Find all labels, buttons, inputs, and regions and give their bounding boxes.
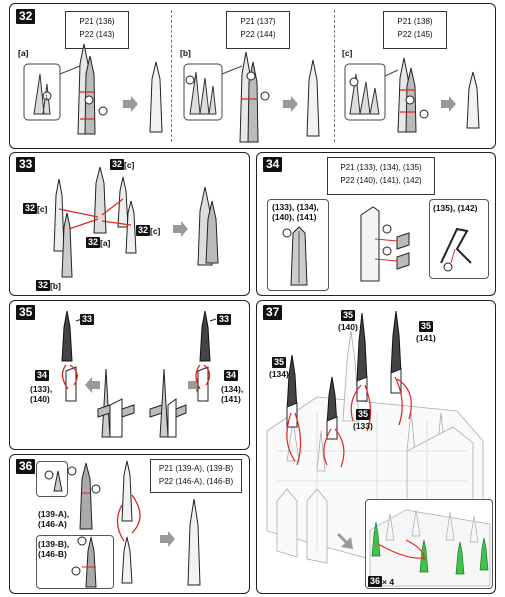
label-140: (140): [338, 322, 358, 332]
part-ref: P21 (136): [79, 17, 115, 26]
label-141: (141): [416, 333, 436, 343]
detail-inset-b: [36, 535, 114, 589]
part-ref: P22 (145): [397, 30, 433, 39]
step-34-panel: 34 P21 (133), (134), (135) P22 (140), (1…: [256, 152, 496, 296]
ref-tag-c-top: [c]: [124, 160, 135, 170]
step-33-number: 33: [16, 157, 36, 172]
ref-step-35: 35: [356, 409, 371, 420]
ref-step-32: 32: [23, 203, 38, 214]
label-146-b: (146-B): [38, 549, 67, 559]
parts-list-34: P21 (133), (134), (135) P22 (140), (141)…: [327, 157, 435, 195]
step-33-panel: 33 32 [c] 32 [c] 32 [c] 32 [a] 32 [b]: [9, 152, 250, 296]
ref-step-32: 32: [136, 225, 151, 236]
part-ref: P22 (143): [79, 30, 115, 39]
label-134: (134): [269, 369, 289, 379]
ref-step-32: 32: [86, 237, 101, 248]
ref-step-32: 32: [110, 159, 125, 170]
step-32-illustration: 1: [23, 43, 480, 143]
part-ref: P21 (137): [240, 17, 276, 26]
label-140: (140): [30, 394, 50, 404]
ref-tag-c-left: [c]: [37, 204, 48, 214]
label-133: (133),: [30, 384, 53, 394]
pointer-arrow: [337, 533, 353, 549]
part-ref: P22 (144): [240, 30, 276, 39]
spire-assembly-c: [344, 57, 480, 133]
parts-list-36: P21 (139-A), (139-B) P22 (146-A), (146-B…: [150, 459, 242, 493]
label-133-134: (133), (134),: [272, 202, 319, 212]
ref-step-35: 35: [341, 310, 356, 321]
step-37-panel: 37 35 (140) 35: [256, 300, 496, 594]
step-34-number: 34: [263, 157, 283, 172]
spire-assembly-b: [183, 51, 320, 143]
ref-step-33: 33: [80, 314, 95, 325]
parts-list-b: P21 (137) P22 (144): [226, 11, 290, 49]
sub-tag-a: [a]: [18, 48, 29, 58]
step-33-illustration: [53, 166, 219, 278]
ref-step-35: 35: [272, 357, 287, 368]
step-36-illustration: [44, 460, 201, 588]
detail-inset-right: [429, 199, 489, 279]
step-35-number: 35: [16, 305, 36, 320]
divider: [171, 10, 172, 142]
step-32-number: 32: [16, 9, 36, 24]
sub-tag-b: [b]: [180, 48, 191, 58]
ref-step-34: 34: [224, 370, 239, 381]
spire-assembly-a: 1: [23, 43, 163, 135]
ref-step-36: 36: [368, 576, 383, 587]
step-36-number: 36: [16, 459, 36, 474]
ref-step-34: 34: [35, 370, 50, 381]
step-32-panel: 32 P21 (136) P22 (143) [a] P21 (137) P22…: [9, 3, 496, 149]
label-141: (141): [221, 394, 241, 404]
divider: [334, 10, 335, 142]
label-134: (134),: [221, 384, 244, 394]
ref-step-32: 32: [36, 280, 51, 291]
ref-tag-c-right: [c]: [150, 226, 161, 236]
part-ref: P21 (138): [397, 17, 433, 26]
label-146-a: (146-A): [38, 519, 67, 529]
parts-list-c: P21 (138) P22 (145): [383, 11, 447, 49]
svg-text:1: 1: [45, 95, 49, 101]
parts-list-a: P21 (136) P22 (143): [65, 11, 129, 49]
ref-tag-a: [a]: [100, 238, 111, 248]
part-ref: P22 (140), (141), (142): [340, 176, 422, 185]
label-135-142: (135), (142): [433, 203, 478, 213]
detail-inset-a: [36, 461, 68, 497]
step-35-panel: 35 33 33 34 (133), (140) 34 (134), (141): [9, 300, 250, 450]
part-ref: P22 (146-A), (146-B): [158, 477, 234, 486]
part-ref: P21 (139-A), (139-B): [158, 464, 234, 473]
label-140-141: (140), (141): [272, 212, 317, 222]
part-ref: P21 (133), (134), (135): [340, 163, 422, 172]
multiplier-label: × 4: [382, 577, 395, 587]
ref-step-35: 35: [419, 321, 434, 332]
step-34-illustration: [282, 206, 472, 286]
label-139-a: (139-A),: [38, 509, 70, 519]
detail-inset-spires: [365, 499, 493, 589]
label-133: (133): [353, 421, 373, 431]
step-35-illustration: [61, 310, 217, 438]
step-37-number: 37: [263, 305, 283, 320]
label-139-b: (139-B),: [38, 539, 70, 549]
sub-tag-c: [c]: [342, 48, 353, 58]
step-36-panel: 36 P21 (139-A), (139-B) P22 (146-A), (14…: [9, 454, 250, 594]
inset-illustration: [369, 509, 491, 587]
ref-step-33: 33: [217, 314, 232, 325]
ref-tag-b: [b]: [50, 281, 61, 291]
